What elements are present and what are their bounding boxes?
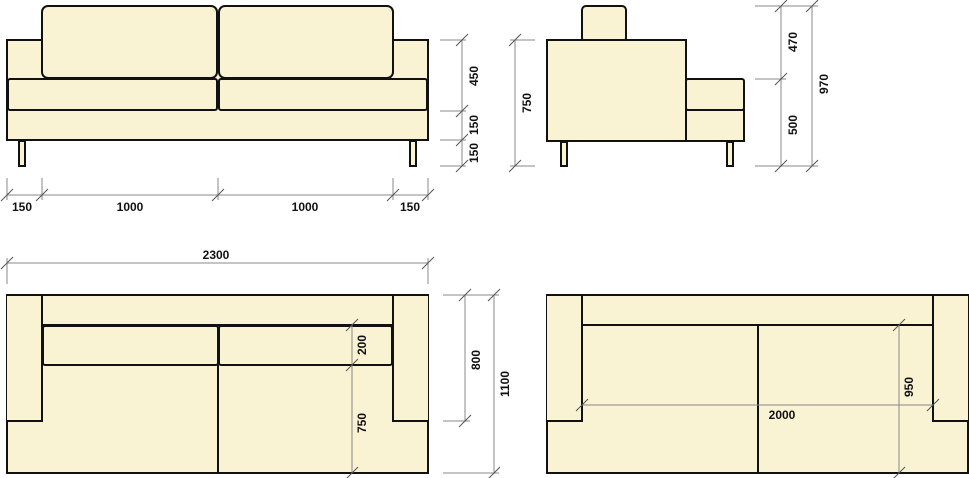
- side-view: 750 470 500 970: [508, 0, 831, 173]
- front-dim-arm: 150: [12, 200, 32, 214]
- side-dim-total-height: 970: [817, 74, 831, 94]
- bed-dim-width: 2000: [769, 408, 796, 422]
- front-dim-leg-height: 150: [467, 143, 481, 163]
- front-dim-back-height: 450: [467, 66, 481, 86]
- top-dim-arm-depth: 800: [469, 350, 483, 370]
- side-dim-arm-height: 750: [520, 93, 534, 113]
- top-dim-seat-depth: 750: [355, 413, 369, 433]
- front-dim-seat-height: 150: [467, 115, 481, 135]
- side-dim-back: 470: [786, 32, 800, 52]
- top-view: 2300 200 750 800 1100: [0, 248, 512, 478]
- front-dim-seat-right: 1000: [292, 200, 319, 214]
- bed-view: 2000 950: [546, 294, 969, 478]
- top-dim-total-depth: 1100: [498, 371, 512, 397]
- bed-dim-length: 950: [902, 377, 916, 397]
- top-dim-cushion: 200: [355, 335, 369, 355]
- top-dim-width: 2300: [203, 248, 230, 262]
- front-dim-seat-left: 1000: [117, 200, 144, 214]
- side-dim-seat: 500: [786, 115, 800, 135]
- front-dim-arm-right: 150: [400, 200, 420, 214]
- front-view: 150 1000 1000 150 450 150 150: [0, 5, 481, 214]
